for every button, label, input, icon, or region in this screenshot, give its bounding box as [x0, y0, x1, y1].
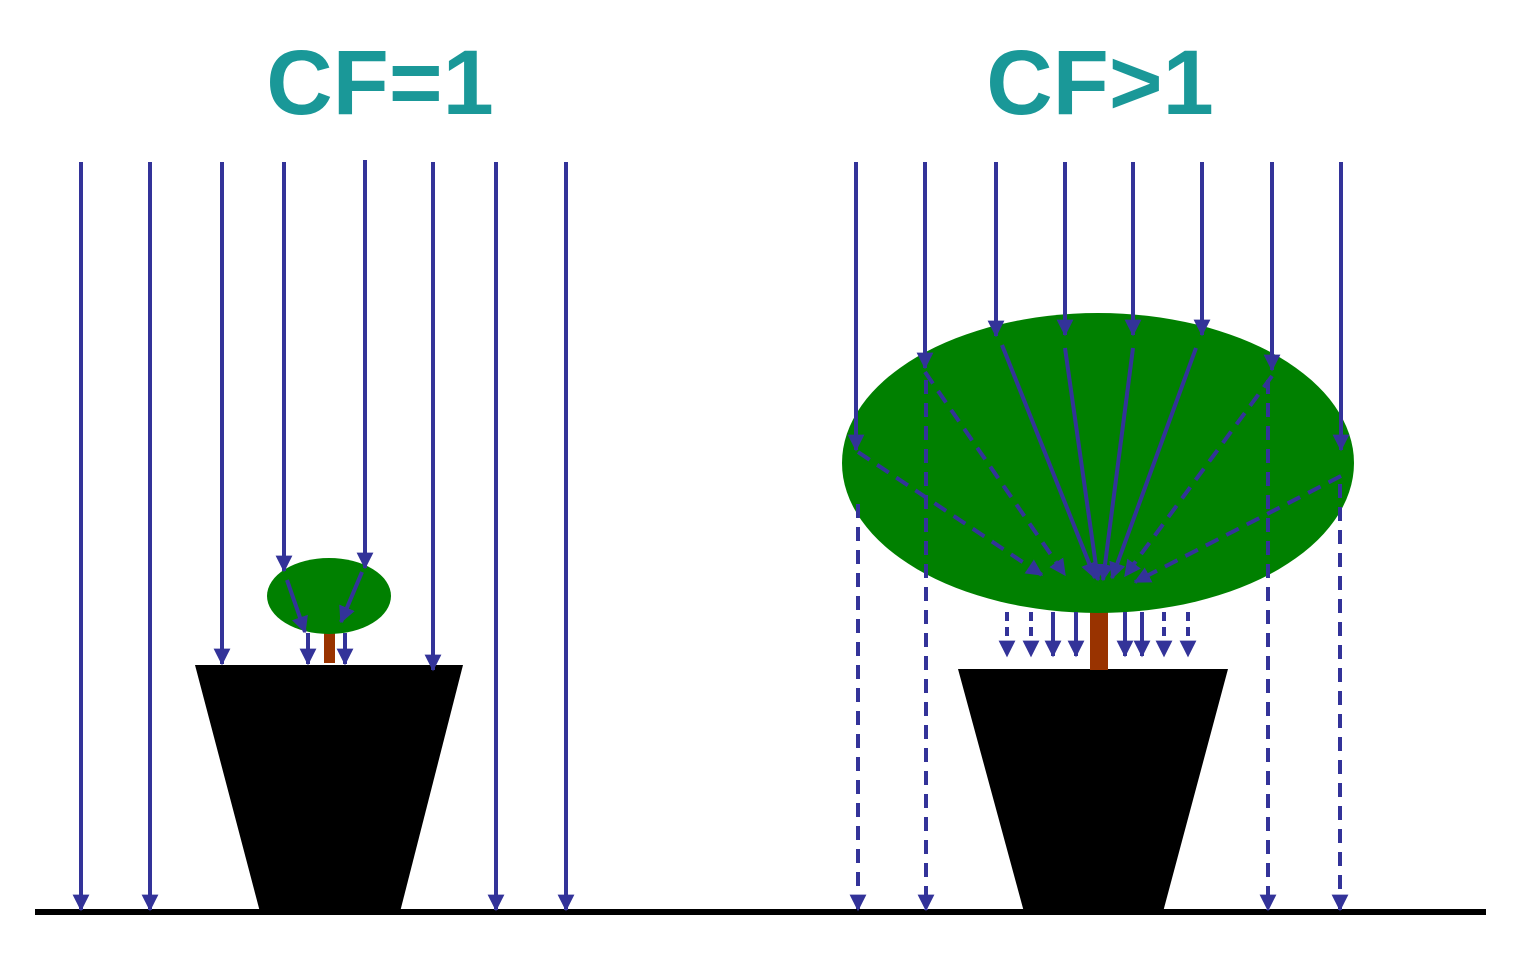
- stemflow-arrow: [339, 571, 364, 624]
- right-drip: [849, 380, 1349, 912]
- right-throughfall-dashed: [998, 612, 1197, 658]
- stemflow-arrow: [1063, 347, 1105, 582]
- right-trunk: [1090, 600, 1108, 670]
- panel-title-cf-equals-1: CF=1: [266, 32, 494, 134]
- left-trunk: [324, 628, 335, 663]
- left-rain: [72, 160, 575, 912]
- right-panel: [842, 162, 1354, 912]
- stemflow-arrow: [1096, 347, 1135, 582]
- left-panel: [72, 160, 575, 912]
- left-pot: [195, 665, 463, 912]
- right-pot: [958, 669, 1228, 912]
- stemflow-arrow: [1109, 347, 1198, 580]
- stemflow-arrow: [1000, 344, 1098, 580]
- panel-title-cf-greater-than-1: CF>1: [986, 32, 1214, 134]
- dashed-arrow: [856, 450, 1044, 577]
- dashed-arrow: [1123, 374, 1274, 578]
- right-stemflow: [1000, 344, 1198, 582]
- dashed-arrow: [1133, 474, 1342, 584]
- right-redirected-flow: [856, 370, 1342, 584]
- stemflow-arrow: [285, 579, 308, 634]
- right-rain: [847, 162, 1350, 452]
- right-canopy: [842, 313, 1354, 613]
- right-throughfall-solid: [1044, 612, 1151, 658]
- dashed-arrow: [923, 370, 1067, 577]
